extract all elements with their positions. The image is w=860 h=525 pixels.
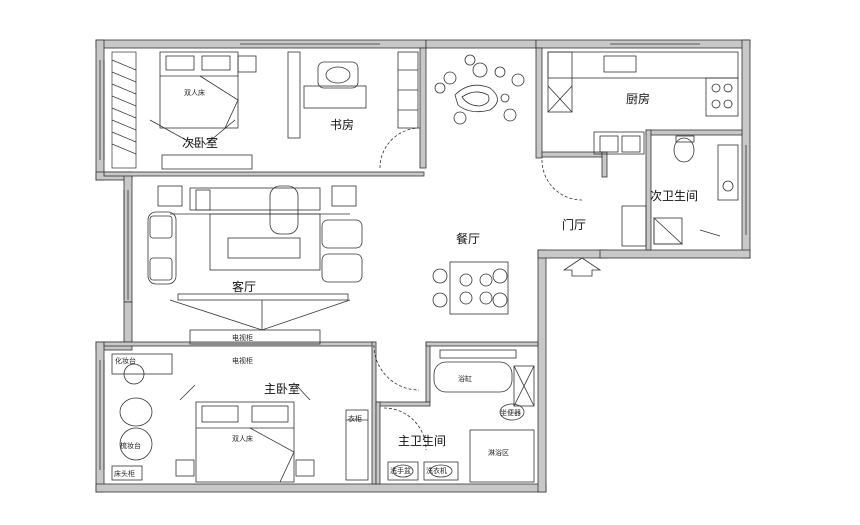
outer-walls [95, 39, 751, 493]
label-shower-area: 淋浴区 [488, 449, 509, 457]
label-entrance: 门厅 [562, 218, 587, 232]
label-master-bedroom: 主卧室 [264, 382, 301, 396]
label-washing-machine: 洗衣机 [426, 467, 447, 475]
master-bedroom-furniture [111, 344, 427, 483]
label-second-bedroom: 次卧室 [182, 136, 219, 150]
label-tv-cabinet: 电视柜 [232, 334, 253, 342]
entry-arrow [541, 159, 602, 277]
label-tv-cabinet-2: 电视柜 [232, 357, 253, 365]
label-vanity: 化妆台 [115, 357, 136, 365]
label-side-table: 床头柜 [114, 470, 135, 478]
label-double-bed-bottom: 双人床 [232, 435, 253, 443]
label-double-bed-top: 双人床 [184, 89, 205, 97]
wardrobe-top-left [111, 51, 137, 169]
bed-second-bedroom [149, 51, 257, 170]
windows [99, 43, 747, 470]
label-kitchen: 厨房 [626, 92, 651, 106]
living-room-furniture [147, 185, 363, 345]
master-bathroom-fixtures [387, 349, 535, 483]
label-dresser: 梳妆台 [120, 442, 141, 450]
label-bathtub: 浴缸 [458, 375, 472, 383]
study-furniture [287, 51, 421, 169]
label-living: 客厅 [232, 280, 257, 294]
label-second-bathroom: 次卫生间 [650, 189, 699, 203]
label-toilet: 坐便器 [500, 409, 521, 417]
label-dining: 餐厅 [456, 232, 481, 246]
label-wash-basin: 洗手盆 [390, 467, 411, 475]
garden-stones [434, 54, 525, 125]
kitchen-counters [547, 51, 739, 155]
label-master-bathroom: 主卫生间 [398, 434, 447, 448]
label-wardrobe: 衣柜 [348, 415, 362, 423]
second-bathroom-fixtures [621, 135, 739, 247]
dining-table [432, 261, 509, 315]
label-study: 书房 [330, 118, 355, 132]
